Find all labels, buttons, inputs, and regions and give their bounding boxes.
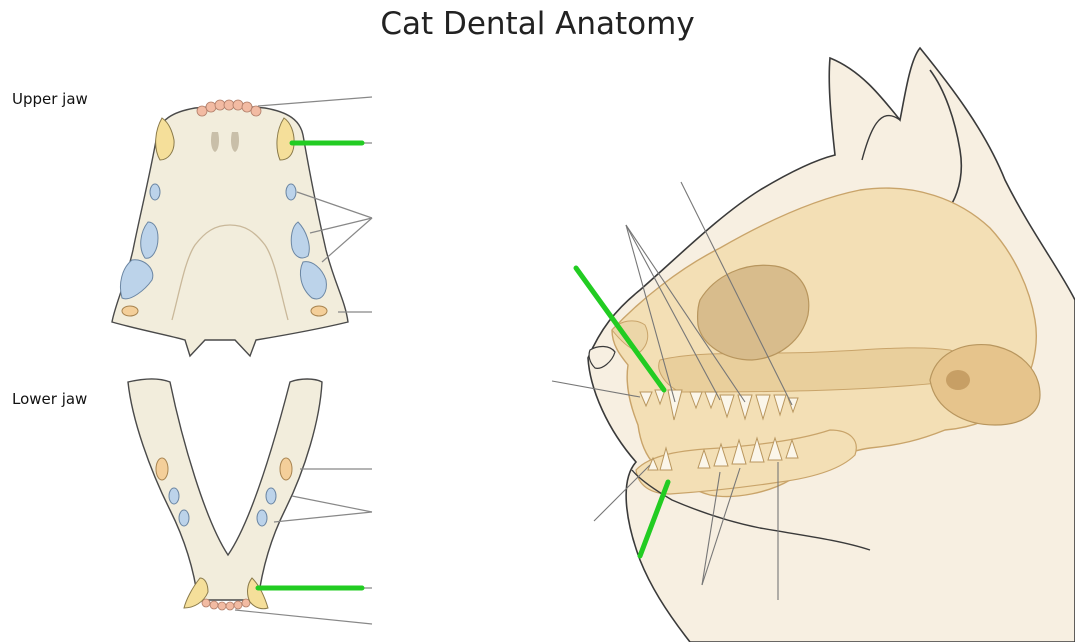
ear-canal	[946, 370, 970, 390]
lower-molar	[279, 457, 293, 481]
upper-canine-right	[276, 117, 295, 161]
tympanic-bulla	[929, 343, 1041, 426]
upper-carnassial	[299, 261, 327, 300]
cat-nose	[588, 345, 616, 369]
highlight-marker	[573, 265, 667, 393]
palatine-fissure	[231, 132, 239, 152]
upper-molar	[121, 305, 139, 317]
lower-premolar	[265, 487, 277, 505]
leader-line	[296, 191, 373, 219]
upper-palate-bone	[111, 105, 349, 358]
highlight-marker	[637, 479, 671, 559]
skull-bone	[611, 187, 1037, 498]
cat-skull-diagram	[551, 46, 1075, 642]
lower-canine-left	[183, 577, 209, 609]
lower-jaw-diagram	[127, 378, 373, 625]
leader-line	[321, 217, 373, 263]
palate-arch-line	[171, 224, 289, 321]
leader-line	[625, 224, 676, 403]
upper-jaw-label: Upper jaw	[12, 90, 88, 108]
leader-line	[701, 471, 721, 586]
upper-premolar	[140, 221, 159, 259]
leader-line	[680, 181, 793, 406]
upper-canine-left	[155, 117, 175, 161]
lower-premolar	[256, 509, 268, 527]
lower-premolar	[178, 509, 190, 527]
leader-line	[701, 467, 741, 586]
leader-line	[309, 217, 373, 234]
leader-line	[291, 495, 373, 513]
mandible-bone	[127, 378, 323, 601]
upper-molar	[310, 305, 328, 317]
page-title: Cat Dental Anatomy	[380, 6, 695, 42]
eye-orbit	[697, 264, 810, 361]
leader-line	[551, 380, 641, 398]
upper-premolar	[290, 221, 310, 259]
leader-line	[234, 609, 373, 625]
leader-line	[257, 96, 373, 107]
leader-line	[273, 511, 373, 523]
lower-premolar	[168, 487, 180, 505]
lower-canine-right	[247, 577, 269, 610]
ear-inner-line	[861, 114, 901, 161]
cat-chin-fur	[631, 469, 871, 551]
upper-carnassial	[119, 259, 154, 300]
skull-lower-teeth	[647, 436, 799, 471]
upper-premolar	[285, 183, 297, 201]
upper-jaw-diagram	[111, 96, 373, 358]
palatine-fissure	[211, 132, 219, 152]
leader-line	[625, 224, 746, 403]
lower-incisors	[201, 598, 251, 611]
upper-premolar	[149, 183, 161, 201]
leader-line	[593, 464, 651, 522]
leader-line	[625, 224, 721, 401]
upper-incisors	[196, 99, 262, 117]
lower-jaw-label: Lower jaw	[12, 390, 88, 408]
lower-molar	[155, 457, 169, 481]
